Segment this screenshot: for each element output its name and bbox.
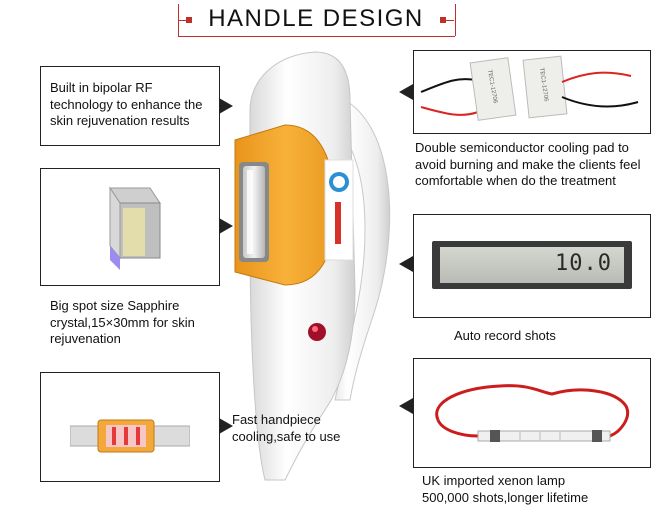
page-title: HANDLE DESIGN [208, 5, 424, 32]
lamp-callout-pointer [399, 398, 413, 414]
pad-label-right: TEC1-12706 [538, 67, 549, 102]
semiconductor-callout-pointer [399, 84, 413, 100]
lcd-screen: 10.0 [440, 247, 624, 283]
lcd-display: 10.0 [432, 241, 632, 289]
lamp-caption: UK imported xenon lamp 500,000 shots,lon… [422, 473, 589, 505]
lcd-digits: 10.0 [555, 251, 612, 276]
rf-callout-pointer [219, 98, 233, 114]
sapphire-crystal-image [109, 186, 161, 270]
record-caption: Auto record shots [454, 328, 556, 343]
title-frame [178, 4, 456, 36]
cooling-pad-image: TEC1-12706 TEC1-12706 [420, 55, 639, 121]
xenon-lamp-image [435, 384, 629, 442]
crystal-caption: Big spot size Sapphire crystal,15×30mm f… [50, 298, 195, 346]
crystal-callout-pointer [219, 218, 233, 234]
title-line-left [178, 20, 186, 21]
record-callout-pointer [399, 256, 413, 272]
handpiece-cooling-image [70, 419, 190, 453]
rf-caption: Built in bipolar RF technology to enhanc… [50, 80, 203, 128]
handpiece-illustration [234, 51, 391, 481]
cooling-caption: Fast handpiece cooling,safe to use [232, 412, 341, 444]
title-frame-bottom [178, 36, 455, 37]
cooling-callout-pointer [219, 418, 233, 434]
rf-callout-box [40, 66, 220, 146]
title-line-right [446, 20, 454, 21]
pad-label-left: TEC1-12706 [486, 69, 498, 104]
title-dot-left [186, 17, 192, 23]
lamp-callout-box [413, 358, 651, 468]
title-dot-right [440, 17, 446, 23]
semiconductor-caption: Double semiconductor cooling pad to avoi… [415, 140, 641, 188]
